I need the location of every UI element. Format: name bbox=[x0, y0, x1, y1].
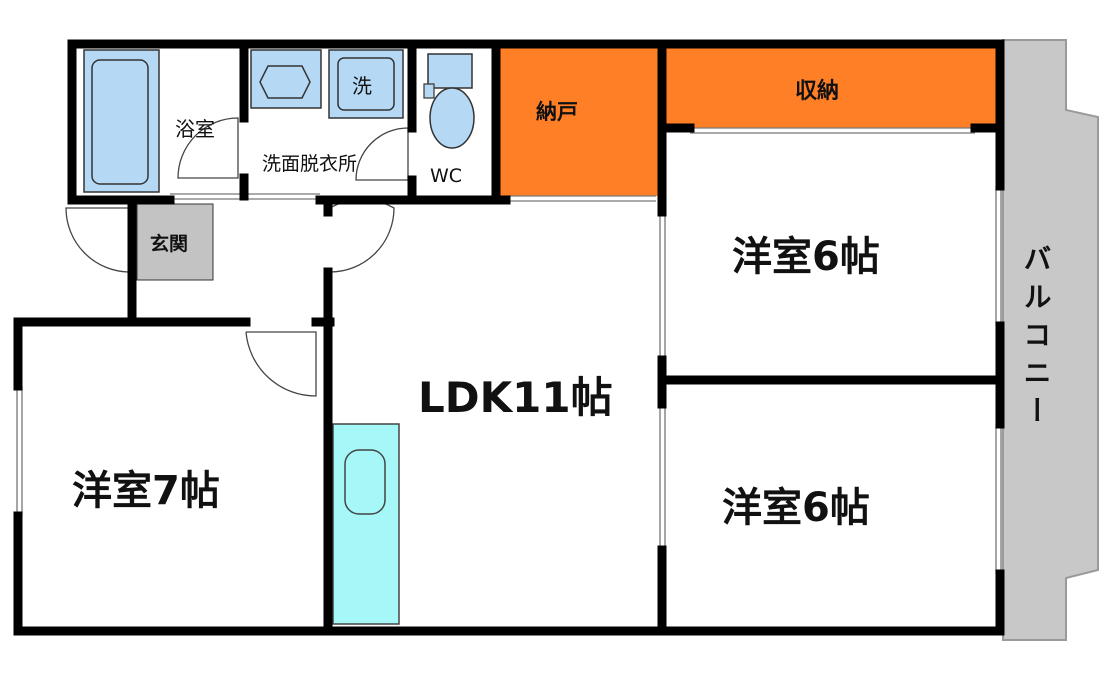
room-label-western-room-lower: 洋室6帖 bbox=[722, 485, 870, 531]
kitchen-sink bbox=[344, 449, 386, 515]
room-label-closet: 収納 bbox=[795, 78, 839, 104]
room-label-ldk: LDK11帖 bbox=[418, 373, 613, 422]
wash-basin-icon bbox=[250, 49, 322, 109]
bath-door-swing bbox=[177, 117, 239, 179]
toilet-icon bbox=[423, 53, 475, 149]
room-label-storage-closet: 納戸 bbox=[536, 100, 578, 124]
washing-machine-icon bbox=[328, 49, 404, 119]
room7-door-swing bbox=[245, 331, 317, 397]
balcony bbox=[1002, 39, 1099, 641]
bathtub-icon bbox=[83, 49, 160, 193]
room-label-entrance: 玄関 bbox=[150, 232, 188, 255]
hall-door-swing bbox=[329, 198, 395, 273]
room-label-washroom: 洗面脱衣所 bbox=[262, 153, 357, 175]
fixture-label-washer: 洗 bbox=[352, 74, 372, 98]
closet-fill bbox=[664, 44, 997, 128]
washroom-door-swing bbox=[355, 127, 409, 181]
walls bbox=[13, 39, 1005, 636]
storage-closet-fill bbox=[500, 44, 660, 196]
entrance-door-swing bbox=[65, 207, 131, 273]
room-label-western-room-left: 洋室7帖 bbox=[72, 468, 220, 514]
room-label-balcony: バルコニー bbox=[1020, 244, 1053, 434]
entrance-fill bbox=[136, 203, 214, 281]
room-label-bath: 浴室 bbox=[175, 117, 215, 141]
room-label-western-room-upper: 洋室6帖 bbox=[732, 234, 880, 280]
room-label-toilet: WC bbox=[430, 165, 462, 187]
